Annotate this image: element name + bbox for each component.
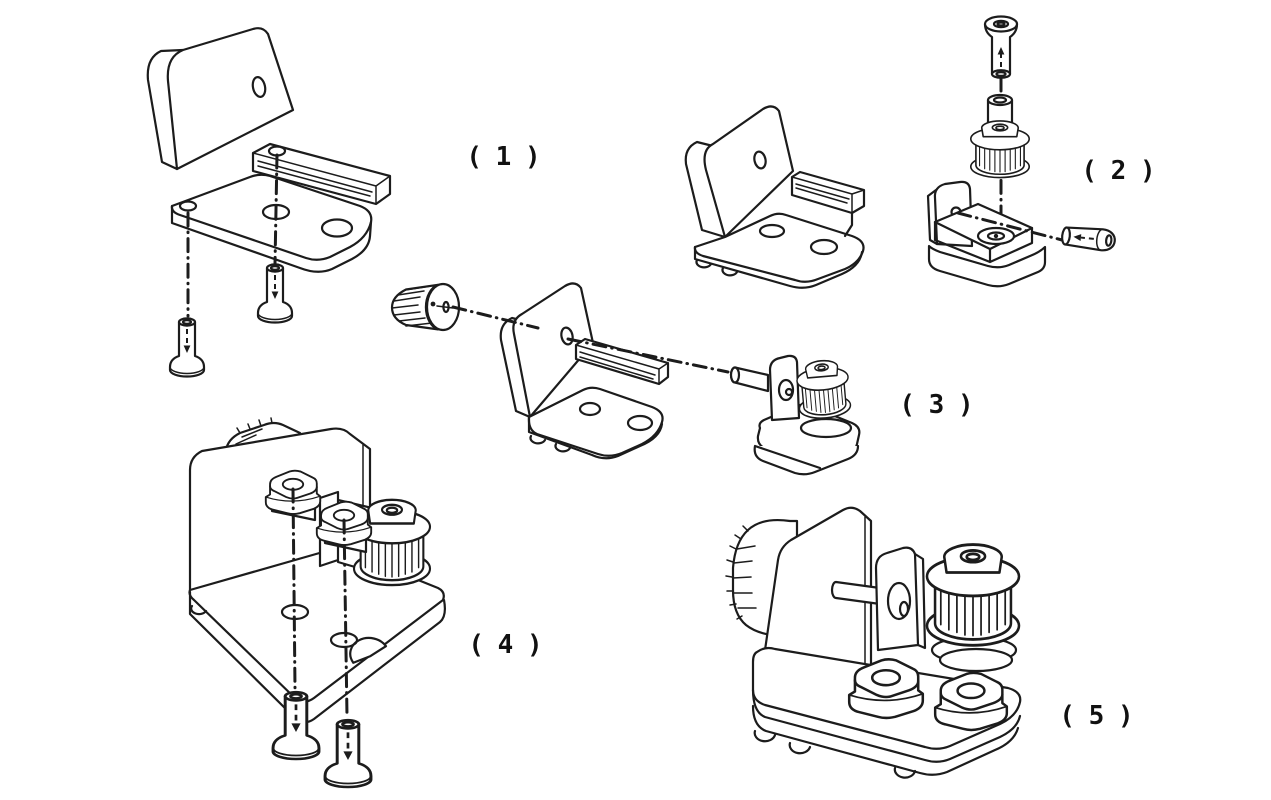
pulley-bracket: [926, 180, 1047, 288]
vertical-plate: [166, 27, 295, 171]
screw-right: [323, 718, 373, 789]
plate-hole: [251, 76, 267, 98]
screw-side: [1060, 224, 1117, 253]
step-1-label: ( 1 ): [466, 142, 540, 172]
step-4-drawing: [188, 417, 446, 789]
assembled-bracket: [684, 105, 866, 289]
step-2-label: ( 2 ): [1081, 156, 1155, 186]
step-3-label: ( 3 ): [899, 390, 973, 420]
pulley-washer: [938, 647, 1014, 673]
base-plate: [170, 173, 373, 273]
assembly-axis-right: [342, 518, 349, 718]
screw-center: [256, 263, 294, 324]
step-4-label: ( 4 ): [468, 630, 542, 660]
step-5-drawing: [725, 506, 1022, 779]
assembled-bracket: [499, 282, 670, 460]
screw-left: [168, 317, 206, 378]
assembly-axis-left: [291, 487, 297, 690]
assembly-axis-center: [273, 153, 279, 266]
pulley: [969, 120, 1031, 179]
assembly-axis-shaft: [566, 337, 730, 374]
pulley-carrier: [729, 354, 861, 476]
t-nut-left: [847, 658, 925, 720]
step-5-label: ( 5 ): [1059, 701, 1133, 731]
pulley: [925, 543, 1021, 647]
step-2-drawing: [684, 15, 1117, 289]
step-3-drawing: [390, 282, 861, 476]
base-hole-right: [320, 218, 354, 238]
pulley-carrier: [874, 546, 927, 652]
step-1-drawing: [146, 27, 392, 378]
adjustment-shaft: [830, 580, 882, 606]
thumb-knob: [390, 282, 461, 332]
base-hole-left: [178, 200, 198, 212]
assembly-axis-side: [956, 211, 1064, 242]
pulley: [794, 357, 853, 422]
base-hole-right: [329, 631, 359, 649]
t-nut-right: [933, 671, 1009, 732]
assembly-axis-knob: [451, 305, 540, 330]
screw-vertical: [983, 15, 1019, 79]
